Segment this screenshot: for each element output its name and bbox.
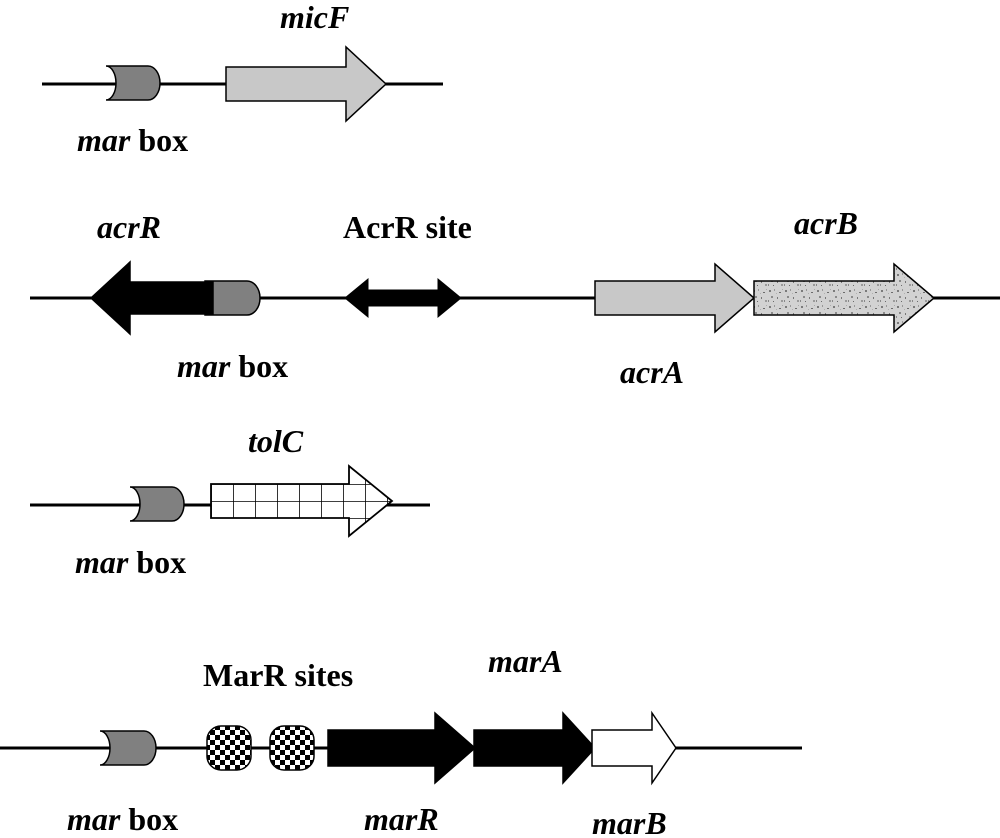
marR-site-1: [206, 725, 252, 771]
marA-arrow: [473, 711, 597, 785]
mar-box-shape-3: [129, 486, 185, 522]
acrB-arrow: [753, 262, 936, 334]
acrR-arrow: [89, 260, 214, 336]
mar-box-italic: mar: [75, 544, 129, 580]
acrR-site-double-arrow: [344, 277, 462, 319]
mar-box-italic: mar: [77, 122, 131, 158]
mar-box-word: box: [238, 348, 288, 384]
acrR-site-label: AcrR site: [343, 209, 472, 245]
mar-box-word: box: [138, 122, 188, 158]
micF-label: micF: [280, 0, 349, 35]
marB-label: marB: [592, 805, 667, 838]
mar-box-word: box: [128, 801, 178, 837]
marR-site-2: [269, 725, 315, 771]
mar-box-shape-2: [204, 280, 261, 316]
marB-arrow: [591, 710, 677, 786]
mar-box-shape-1: [105, 65, 161, 101]
mar-box-italic: mar: [67, 801, 121, 837]
marA-label: marA: [488, 643, 563, 679]
marR-arrow: [327, 711, 477, 785]
acrR-label: acrR: [97, 209, 161, 245]
marR-label: marR: [364, 801, 439, 837]
mar-box-shape-4: [99, 730, 157, 766]
tolC-label: tolC: [248, 423, 304, 459]
acrB-label: acrB: [794, 205, 858, 241]
micF-arrow: [225, 45, 388, 123]
marR-sites-label: MarR sites: [203, 657, 353, 693]
mar-box-word: box: [136, 544, 186, 580]
mar-box-italic: mar: [177, 348, 231, 384]
tolC-arrow: [210, 464, 394, 538]
acrA-arrow: [594, 262, 756, 334]
acrA-label: acrA: [620, 354, 684, 390]
